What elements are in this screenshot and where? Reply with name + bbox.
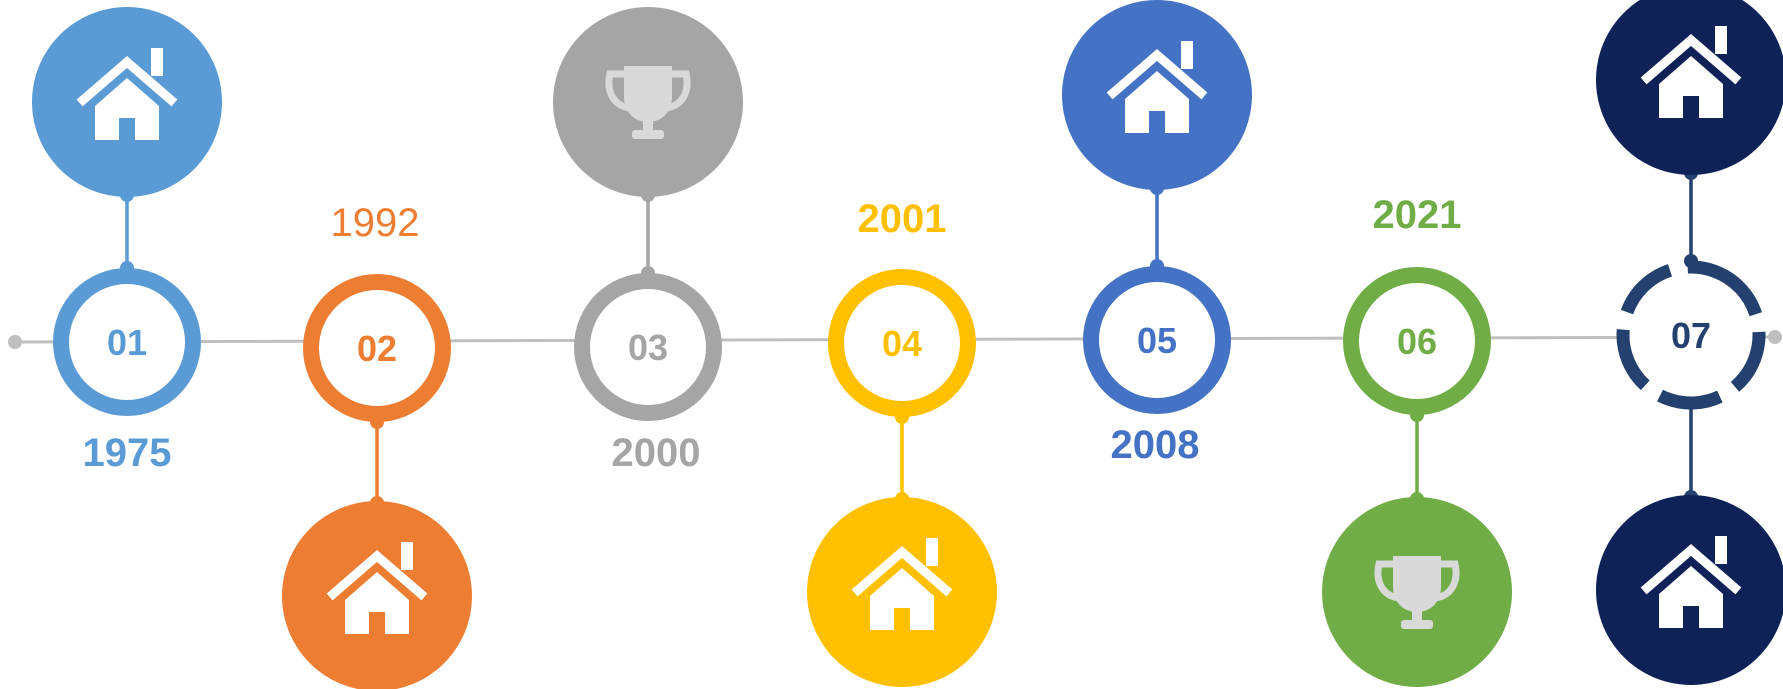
milestone-4-number: 04 bbox=[882, 323, 922, 364]
milestone-1-bubble bbox=[32, 7, 222, 197]
milestone-2-number: 02 bbox=[357, 328, 397, 369]
labels-group: 01 1975 02 1992 03 2000 04 2001 05 2008 06 2021 07 bbox=[83, 193, 1712, 475]
node-inner bbox=[69, 284, 185, 400]
house-icon bbox=[1640, 26, 1742, 118]
milestone-6-node bbox=[1343, 267, 1491, 415]
nodes-group bbox=[53, 260, 1766, 422]
node-inner bbox=[844, 285, 960, 401]
milestone-7-number: 07 bbox=[1671, 315, 1711, 356]
milestone-3-year: 2000 bbox=[612, 431, 701, 475]
milestone-3-bubble bbox=[553, 7, 743, 197]
milestone-6-connector bbox=[1410, 408, 1424, 506]
milestone-2-connector bbox=[370, 415, 384, 510]
milestone-6-year: 2021 bbox=[1373, 193, 1462, 237]
house-icon bbox=[1640, 536, 1742, 628]
bubbles-group bbox=[32, 0, 1783, 689]
milestone-5-node bbox=[1083, 266, 1231, 414]
node-inner bbox=[319, 290, 435, 406]
milestone-2-node bbox=[303, 274, 451, 422]
node-inner bbox=[1359, 283, 1475, 399]
milestone-1-number: 01 bbox=[107, 322, 147, 363]
node-ring-segmented bbox=[1616, 260, 1766, 410]
trophy-icon bbox=[1374, 556, 1460, 629]
house-icon bbox=[76, 48, 178, 140]
milestone-2-year: 1992 bbox=[331, 201, 420, 245]
milestone-7-connector bbox=[1684, 166, 1698, 268]
milestone-4-connector bbox=[895, 410, 909, 506]
milestone-5-number: 05 bbox=[1137, 320, 1177, 361]
milestone-4-bubble bbox=[807, 497, 997, 687]
milestone-7-bubble-top bbox=[1596, 0, 1783, 175]
milestone-5-year: 2008 bbox=[1111, 423, 1200, 467]
milestone-1-year: 1975 bbox=[83, 431, 172, 475]
milestone-2-bubble bbox=[282, 501, 472, 689]
milestone-4-year: 2001 bbox=[858, 197, 947, 241]
milestone-1-connector bbox=[120, 188, 134, 275]
milestone-4-node bbox=[828, 269, 976, 417]
milestone-3-number: 03 bbox=[628, 327, 668, 368]
milestone-7-connector bbox=[1684, 396, 1698, 504]
node-inner bbox=[1099, 282, 1215, 398]
milestone-7-node bbox=[1616, 260, 1766, 410]
milestone-7-bubble-bottom bbox=[1596, 495, 1783, 685]
milestone-6-bubble bbox=[1322, 497, 1512, 687]
milestone-1-node bbox=[53, 268, 201, 416]
trophy-icon bbox=[605, 66, 691, 139]
milestone-6-number: 06 bbox=[1397, 321, 1437, 362]
house-icon bbox=[326, 542, 428, 634]
milestone-3-connector bbox=[641, 188, 655, 280]
house-icon bbox=[851, 538, 953, 630]
node-inner bbox=[590, 289, 706, 405]
house-icon bbox=[1106, 41, 1208, 133]
node-inner bbox=[1637, 281, 1745, 389]
milestone-5-bubble bbox=[1062, 0, 1252, 190]
timeline-end-dot bbox=[1768, 330, 1782, 344]
milestone-5-connector bbox=[1150, 181, 1164, 273]
timeline-start-dot bbox=[8, 335, 22, 349]
milestone-3-node bbox=[574, 273, 722, 421]
